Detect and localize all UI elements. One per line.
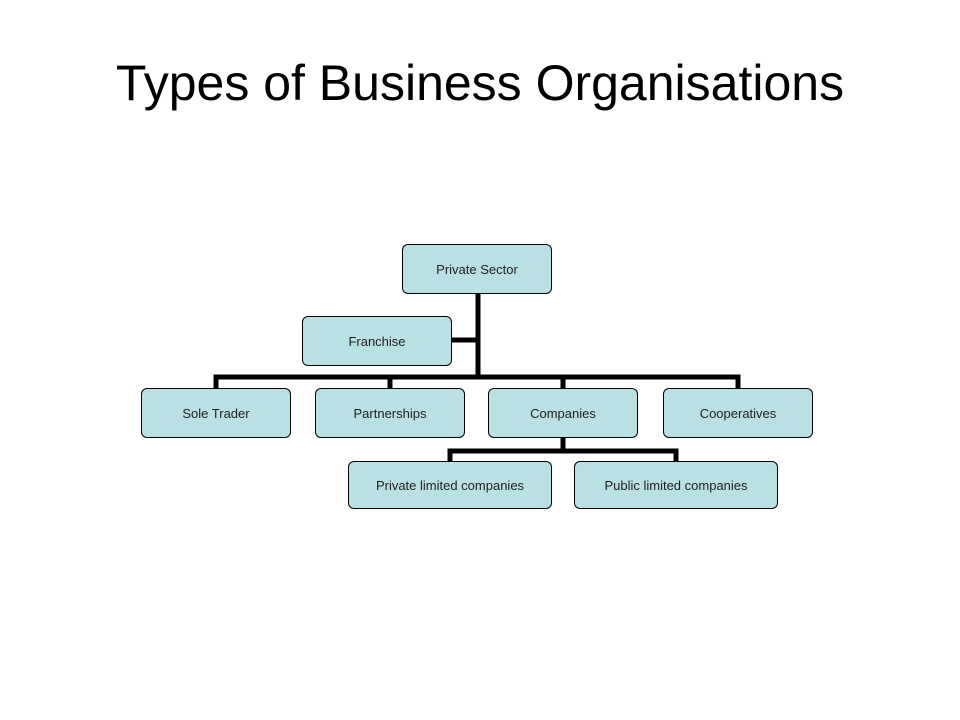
node-sole-trader: Sole Trader [141,388,291,438]
node-public-limited-companies: Public limited companies [574,461,778,509]
node-label: Private Sector [436,262,518,277]
node-franchise: Franchise [302,316,452,366]
node-cooperatives: Cooperatives [663,388,813,438]
slide-title: Types of Business Organisations [115,55,845,111]
node-label: Sole Trader [182,405,250,421]
node-label: Partnerships [353,405,427,421]
node-partnerships: Partnerships [315,388,465,438]
node-label: Franchise [348,333,406,349]
node-private-sector: Private Sector [402,244,552,294]
node-label: Private limited companies [375,477,525,493]
node-label: Cooperatives [699,405,777,421]
node-label: Companies [530,405,596,421]
node-companies: Companies [488,388,638,438]
node-private-limited-companies: Private limited companies [348,461,552,509]
node-label: Public limited companies [604,477,748,493]
